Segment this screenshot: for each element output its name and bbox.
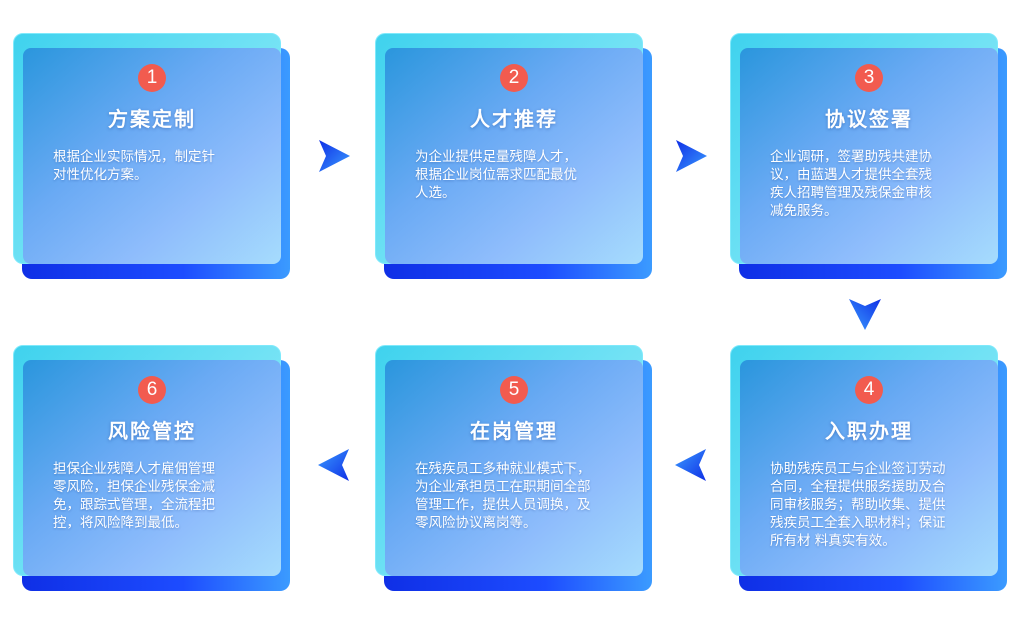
step-desc-line: 为企业承担员工在职期间全部 [415, 479, 591, 495]
step-desc-line: 根据企业岗位需求匹配最优 [415, 167, 577, 183]
step-desc-line: 所有材 料真实有效。 [770, 533, 896, 549]
card-frame: 6 风险管控 担保企业残障人才雇佣管理零风险，担保企业残保金减免，跟踪式管理，全… [13, 345, 281, 576]
step-description: 在残疾员工多种就业模式下， 为企业承担员工在职期间全部管理工作，提供人员调换，及零… [415, 460, 625, 532]
card-frame: 1 方案定制 根据企业实际情况，制定针对性优化方案。 [13, 33, 281, 264]
step-number-badge: 2 [500, 64, 528, 92]
step-card-6: 6 风险管控 担保企业残障人才雇佣管理零风险，担保企业残保金减免，跟踪式管理，全… [13, 345, 290, 591]
arrow-right-icon [674, 139, 708, 173]
step-desc-line: 对性优化方案。 [53, 167, 148, 183]
step-desc-line: 免，跟踪式管理，全流程把 [53, 497, 215, 513]
step-desc-line: 企业调研，签署助残共建协 [770, 149, 932, 165]
step-description: 企业调研，签署助残共建协议，由蓝遇人才提供全套残疾人招聘管理及残保金审核减免服务… [770, 148, 980, 220]
step-desc-line: 人选。 [415, 185, 456, 201]
step-desc-line: 议，由蓝遇人才提供全套残 [770, 167, 932, 183]
card-panel: 6 风险管控 担保企业残障人才雇佣管理零风险，担保企业残保金减免，跟踪式管理，全… [23, 360, 281, 576]
step-desc-line: 合同，全程提供服务援助及合 [770, 479, 946, 495]
arrow-right-icon [317, 139, 351, 173]
step-card-4: 4 入职办理 协助残疾员工与企业签订劳动合同，全程提供服务援助及合同审核服务；帮… [730, 345, 1007, 591]
step-desc-line: 疾人招聘管理及残保金审核 [770, 185, 932, 201]
step-desc-line: 零风险协议离岗等。 [415, 515, 537, 531]
step-card-2: 2 人才推荐 为企业提供足量残障人才， 根据企业岗位需求匹配最优人选。 [375, 33, 652, 279]
card-panel: 4 入职办理 协助残疾员工与企业签订劳动合同，全程提供服务援助及合同审核服务；帮… [740, 360, 998, 576]
step-desc-line: 根据企业实际情况，制定针 [53, 149, 215, 165]
step-description: 为企业提供足量残障人才， 根据企业岗位需求匹配最优人选。 [415, 148, 625, 202]
card-frame: 4 入职办理 协助残疾员工与企业签订劳动合同，全程提供服务援助及合同审核服务；帮… [730, 345, 998, 576]
step-desc-line: 管理工作，提供人员调换，及 [415, 497, 591, 513]
arrow-down-icon [848, 297, 882, 331]
step-title: 方案定制 [108, 107, 196, 131]
step-description: 协助残疾员工与企业签订劳动合同，全程提供服务援助及合同审核服务；帮助收集、提供残… [770, 460, 980, 550]
step-number-badge: 3 [855, 64, 883, 92]
step-title: 入职办理 [825, 419, 913, 443]
step-description: 担保企业残障人才雇佣管理零风险，担保企业残保金减免，跟踪式管理，全流程把控，将风… [53, 460, 263, 532]
step-desc-line: 为企业提供足量残障人才， [415, 149, 577, 165]
step-desc-line: 担保企业残障人才雇佣管理 [53, 461, 215, 477]
card-panel: 5 在岗管理 在残疾员工多种就业模式下， 为企业承担员工在职期间全部管理工作，提供… [385, 360, 643, 576]
step-desc-line: 减免服务。 [770, 203, 838, 219]
step-card-1: 1 方案定制 根据企业实际情况，制定针对性优化方案。 [13, 33, 290, 279]
step-card-5: 5 在岗管理 在残疾员工多种就业模式下， 为企业承担员工在职期间全部管理工作，提供… [375, 345, 652, 591]
arrow-left-icon [674, 448, 708, 482]
step-title: 人才推荐 [470, 107, 558, 131]
card-panel: 3 协议签署 企业调研，签署助残共建协议，由蓝遇人才提供全套残疾人招聘管理及残保… [740, 48, 998, 264]
arrow-left-icon [317, 448, 351, 482]
step-number-badge: 4 [855, 376, 883, 404]
step-desc-line: 协助残疾员工与企业签订劳动 [770, 461, 946, 477]
step-number-badge: 1 [138, 64, 166, 92]
step-desc-line: 零风险，担保企业残保金减 [53, 479, 215, 495]
step-number-badge: 6 [138, 376, 166, 404]
step-number-badge: 5 [500, 376, 528, 404]
step-desc-line: 同审核服务；帮助收集、提供 [770, 497, 946, 513]
step-card-3: 3 协议签署 企业调研，签署助残共建协议，由蓝遇人才提供全套残疾人招聘管理及残保… [730, 33, 1007, 279]
step-desc-line: 在残疾员工多种就业模式下， [415, 461, 591, 477]
step-title: 协议签署 [825, 107, 913, 131]
step-title: 在岗管理 [470, 419, 558, 443]
step-title: 风险管控 [108, 419, 196, 443]
step-description: 根据企业实际情况，制定针对性优化方案。 [53, 148, 263, 184]
step-desc-line: 控，将风险降到最低。 [53, 515, 188, 531]
card-frame: 2 人才推荐 为企业提供足量残障人才， 根据企业岗位需求匹配最优人选。 [375, 33, 643, 264]
card-panel: 2 人才推荐 为企业提供足量残障人才， 根据企业岗位需求匹配最优人选。 [385, 48, 643, 264]
card-frame: 3 协议签署 企业调研，签署助残共建协议，由蓝遇人才提供全套残疾人招聘管理及残保… [730, 33, 998, 264]
card-frame: 5 在岗管理 在残疾员工多种就业模式下， 为企业承担员工在职期间全部管理工作，提供… [375, 345, 643, 576]
step-desc-line: 残疾员工全套入职材料；保证 [770, 515, 946, 531]
card-panel: 1 方案定制 根据企业实际情况，制定针对性优化方案。 [23, 48, 281, 264]
